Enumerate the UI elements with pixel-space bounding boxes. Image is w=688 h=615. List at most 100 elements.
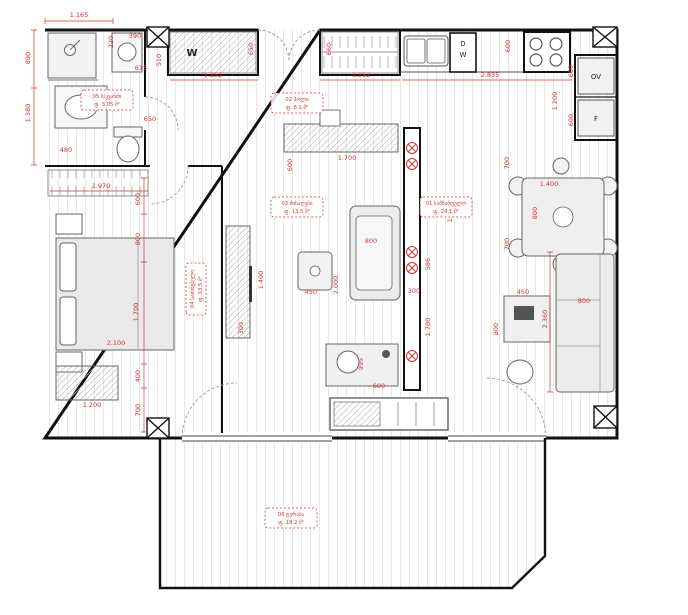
room-tag-line2: ფ. 3.05 მ² <box>94 101 120 108</box>
riser-icon <box>406 142 418 154</box>
window-gap-left <box>182 433 332 443</box>
dishwasher-label-d: D <box>460 40 465 48</box>
fridge-label: F <box>594 115 598 123</box>
media-unit-dividers <box>397 402 435 426</box>
risers <box>406 142 418 362</box>
dim-line <box>547 251 553 393</box>
appliance-labels: W D W OV F <box>186 40 601 123</box>
dim-label: 1.252 <box>352 71 371 79</box>
dim-label: 800 <box>531 207 539 219</box>
room-tag-bedroom: 04 საძინებელი ფ. 13.5 მ² <box>185 262 207 316</box>
fridge-unit <box>577 99 615 137</box>
desk-chair <box>336 350 360 374</box>
sofa-cushion-lines <box>556 254 601 392</box>
terrace-outline <box>158 438 547 590</box>
closet-2-walls <box>319 29 401 76</box>
dim-label: 650 <box>144 115 156 123</box>
dim-label: 300 <box>237 322 245 334</box>
dim-label: 650 <box>247 43 255 55</box>
column-bottom-left <box>146 417 170 439</box>
dim-label: 600 <box>567 65 575 77</box>
windows <box>182 433 546 443</box>
dim-label: 450 <box>305 288 317 296</box>
terrace-door-arc-right <box>485 377 547 439</box>
burner-icon <box>549 53 563 67</box>
dimension-labels: 1.165 890 1.380 220 390 615 510 650 480 … <box>24 11 590 416</box>
dim-label: 1.200 <box>83 401 102 409</box>
dim-label: 995 <box>357 358 365 370</box>
dim-label: 220 <box>107 36 115 48</box>
room-tag-line1: 02 ჰოლი <box>285 96 308 103</box>
room-tag-line1: 06 ტერასა <box>278 511 305 518</box>
terrace-floor <box>160 438 545 588</box>
dim-label: 510 <box>155 54 163 66</box>
table-decor <box>309 265 321 277</box>
closets <box>47 31 399 197</box>
bedroom-bench <box>55 365 119 401</box>
dim-label: 700 <box>134 404 142 416</box>
room-tag-bathroom: 05 ს/კვანძი ფ. 3.05 მ² <box>80 89 134 111</box>
dim-label: 586 <box>424 258 432 270</box>
dim-label: 800 <box>578 297 590 305</box>
room-tag-kitchen: 01 სამზარეულო ფ. 24.1 მ² <box>419 196 473 218</box>
office-chair <box>506 359 534 385</box>
dim-label: 300 <box>408 287 420 295</box>
column-bottom-right <box>593 405 618 429</box>
media-unit-hatch <box>333 401 381 427</box>
doors <box>144 29 547 439</box>
oven-unit <box>577 57 615 95</box>
dim-label: 1.700 <box>424 318 432 337</box>
closet-w-walls <box>167 29 259 76</box>
sofa-seat <box>355 215 393 291</box>
living-room <box>225 205 449 431</box>
closet-2-hangers <box>322 36 398 68</box>
lounge-sofa <box>555 253 615 393</box>
room-tag-line2: ფ. 6.1 მ² <box>286 104 308 111</box>
window-gap-right <box>448 433 546 443</box>
office-area <box>503 253 615 393</box>
pillow <box>59 242 77 292</box>
terrace <box>158 438 547 590</box>
dim-label: 660 <box>325 43 333 55</box>
desk-lamp-icon <box>382 350 390 358</box>
riser-icon <box>406 158 418 170</box>
riser-icon <box>406 262 418 274</box>
nightstand <box>55 213 83 235</box>
dimension-lines <box>31 18 572 433</box>
dim-label: 1.700 <box>132 303 140 322</box>
sink-basin-right <box>426 38 446 64</box>
dim-label: 800 <box>492 323 500 335</box>
dim-label: 700 <box>503 157 511 169</box>
bathroom-door-arc <box>144 96 179 131</box>
dim-label: 800 <box>134 233 142 245</box>
room-tag-line1: 01 სამზარეულო <box>426 200 467 207</box>
shower-arm <box>69 39 81 51</box>
tv-console <box>225 225 251 339</box>
dim-label: 2.360 <box>541 310 549 329</box>
room-tag-line2: ფ. 24.1 მ² <box>433 208 459 215</box>
columns <box>146 26 618 439</box>
dim-label: 1.165 <box>70 11 89 19</box>
washer-drum-icon <box>117 42 137 62</box>
tv-panel <box>249 266 252 302</box>
dim-line <box>44 18 114 24</box>
dim-label: 2.100 <box>107 339 126 347</box>
table-centerpiece <box>552 206 574 228</box>
dim-label: 1.252 <box>204 71 223 79</box>
services-wall <box>403 127 421 391</box>
dim-label: 450 <box>517 288 529 296</box>
room-tag-living: 03 მისაღები ფ. 13.5 მ² <box>270 196 324 218</box>
bedroom-door-arc <box>149 165 189 205</box>
room-tag-line2: ფ. 18.2 მ² <box>278 519 304 526</box>
pillow <box>59 296 77 346</box>
laptop-icon <box>514 306 534 320</box>
wardrobe-label: W <box>186 48 197 59</box>
dim-label: 600 <box>567 114 575 126</box>
dim-label: 600 <box>504 40 512 52</box>
dim-label: 800 <box>365 237 377 245</box>
dim-label: 400 <box>134 370 142 382</box>
column-top-left <box>146 26 170 48</box>
dim-label: 1.700 <box>338 154 357 162</box>
